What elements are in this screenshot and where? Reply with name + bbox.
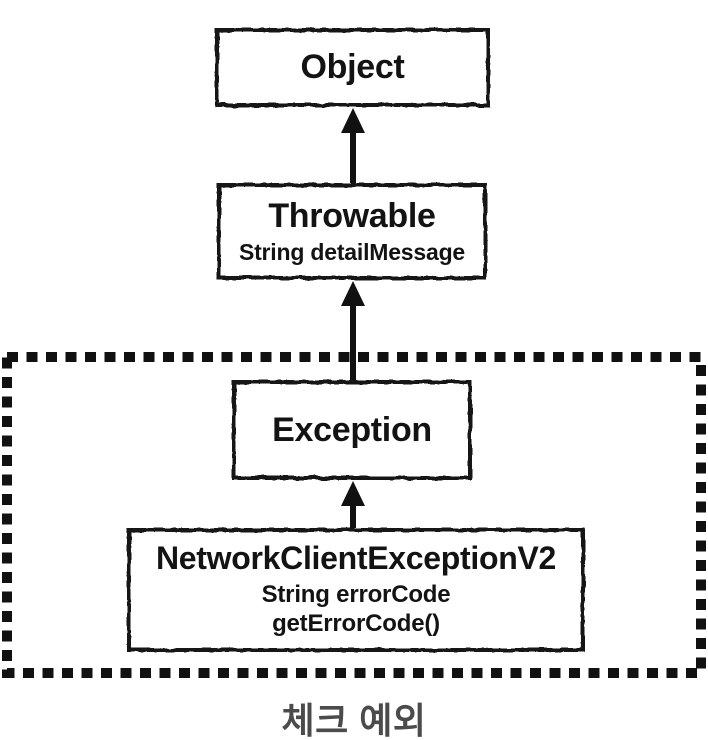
- arrow-shaft: [350, 133, 356, 183]
- class-box-exception: Exception: [232, 380, 472, 480]
- arrow-head-icon: [341, 108, 365, 133]
- box-border: [127, 528, 585, 652]
- box-border: [215, 28, 490, 107]
- class-box-object: Object: [215, 28, 490, 107]
- box-border: [217, 183, 487, 280]
- class-name-object: Object: [300, 48, 405, 87]
- dotted-group-border: [2, 352, 706, 678]
- arrow-head-icon: [341, 281, 365, 306]
- class-name-network-client-exception-v2: NetworkClientExceptionV2: [155, 540, 556, 577]
- class-member-get-error-code: getErrorCode(): [272, 610, 440, 638]
- box-border: [232, 380, 472, 480]
- group-caption: 체크 예외: [281, 700, 427, 740]
- class-box-network-client-exception-v2: NetworkClientExceptionV2 String errorCod…: [127, 528, 585, 652]
- class-box-throwable: Throwable String detailMessage: [217, 183, 487, 280]
- extends-arrow-exception-to-throwable: [340, 281, 366, 380]
- arrow-head-icon: [341, 481, 365, 506]
- extends-arrow-throwable-to-object: [340, 108, 366, 183]
- arrow-shaft: [350, 506, 356, 528]
- extends-arrow-ncev2-to-exception: [340, 481, 366, 528]
- class-member-detail-message: String detailMessage: [238, 238, 466, 265]
- arrow-shaft: [350, 306, 356, 380]
- class-member-error-code: String errorCode: [261, 581, 451, 609]
- class-name-throwable: Throwable: [268, 197, 436, 236]
- class-name-exception: Exception: [272, 410, 432, 449]
